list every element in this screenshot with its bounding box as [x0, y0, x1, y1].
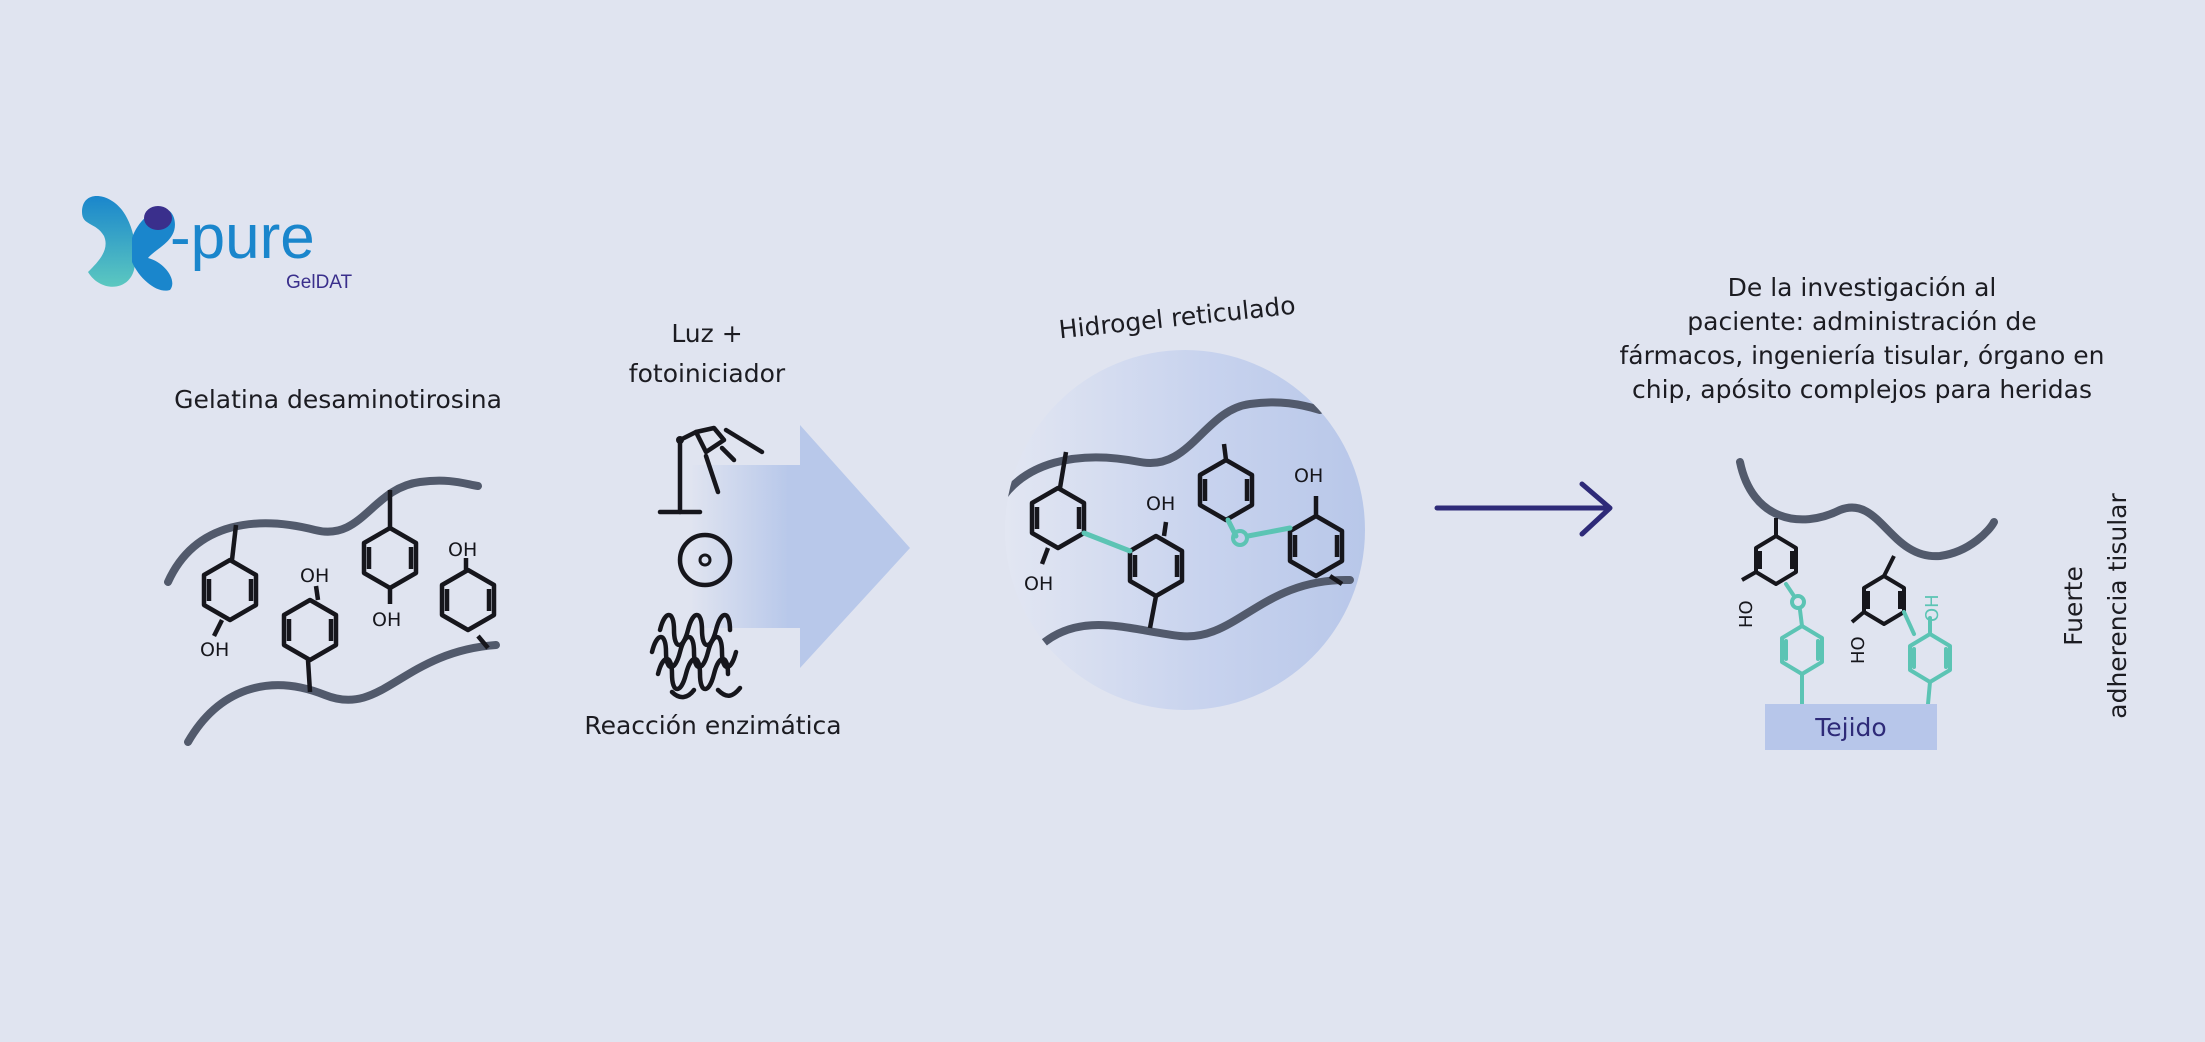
hydrogel-oh-labels: OH OH OH — [1024, 465, 1323, 595]
svg-text:chip, apósito complejos para h: chip, apósito complejos para heridas — [1632, 375, 2092, 404]
svg-text:OH: OH — [1294, 465, 1323, 487]
lamp-icon — [657, 425, 765, 515]
hydrogel-ether-oxygen — [1231, 529, 1249, 547]
gelatin-oh-labels: OH OH OH OH — [200, 539, 477, 661]
enzyme-icon — [649, 612, 743, 700]
svg-text:OH: OH — [372, 609, 401, 631]
svg-text:Fuerte: Fuerte — [2059, 566, 2088, 646]
logo-mark-right — [132, 208, 175, 291]
gelatin-molecules — [201, 490, 497, 693]
tissue-polymer — [1736, 458, 1998, 561]
patient-text: De la investigación al paciente: adminis… — [1620, 273, 2105, 404]
svg-text:OH: OH — [200, 639, 229, 661]
svg-text:HO: HO — [1736, 600, 1757, 628]
crosslinked-label: Hidrogel reticulado — [1057, 291, 1296, 345]
svg-text:OH: OH — [1024, 573, 1053, 595]
tissue-label: Tejido — [1814, 713, 1886, 742]
hydrogel-circle — [1005, 350, 1365, 710]
logo-wordmark: -pure — [170, 203, 315, 272]
enzymatic-label: Reacción enzimática — [584, 711, 841, 740]
logo-mark-dot — [144, 206, 172, 230]
svg-text:HO: HO — [1848, 636, 1869, 664]
gelatin-polymer — [164, 476, 500, 746]
light-label-line2: fotoiniciador — [629, 359, 786, 388]
svg-text:De la investigación al: De la investigación al — [1728, 273, 1997, 302]
adhesion-text: Fuerte adherencia tisular — [2059, 493, 2132, 719]
svg-text:adherencia tisular: adherencia tisular — [2103, 493, 2132, 719]
light-label-line1: Luz + — [671, 319, 742, 348]
svg-text:paciente: administración de: paciente: administración de — [1687, 307, 2036, 336]
gelatin-label: Gelatina desaminotirosina — [174, 385, 502, 414]
connector-arrow — [1434, 481, 1613, 537]
svg-text:OH: OH — [1146, 493, 1175, 515]
logo-mark-left — [82, 196, 136, 287]
logo-sub: GelDAT — [286, 272, 353, 293]
hydrogel-polymer — [1005, 398, 1354, 650]
tissue-teal-oh: OH — [1922, 594, 1943, 622]
tissue-teal-molecules — [1780, 582, 1952, 706]
svg-text:OH: OH — [300, 565, 329, 587]
tissue-molecules — [1741, 518, 1906, 626]
hydrogel-molecules — [1029, 443, 1345, 629]
process-arrow — [690, 425, 910, 668]
svg-text:fármacos, ingeniería tisular,: fármacos, ingeniería tisular, órgano en — [1620, 341, 2105, 370]
svg-text:OH: OH — [448, 539, 477, 561]
logo: -pure GelDAT — [82, 196, 353, 293]
tissue-block — [1765, 704, 1937, 750]
tissue-oh-labels: HO HO — [1736, 600, 1869, 664]
photoinitiator-icon — [677, 532, 733, 588]
